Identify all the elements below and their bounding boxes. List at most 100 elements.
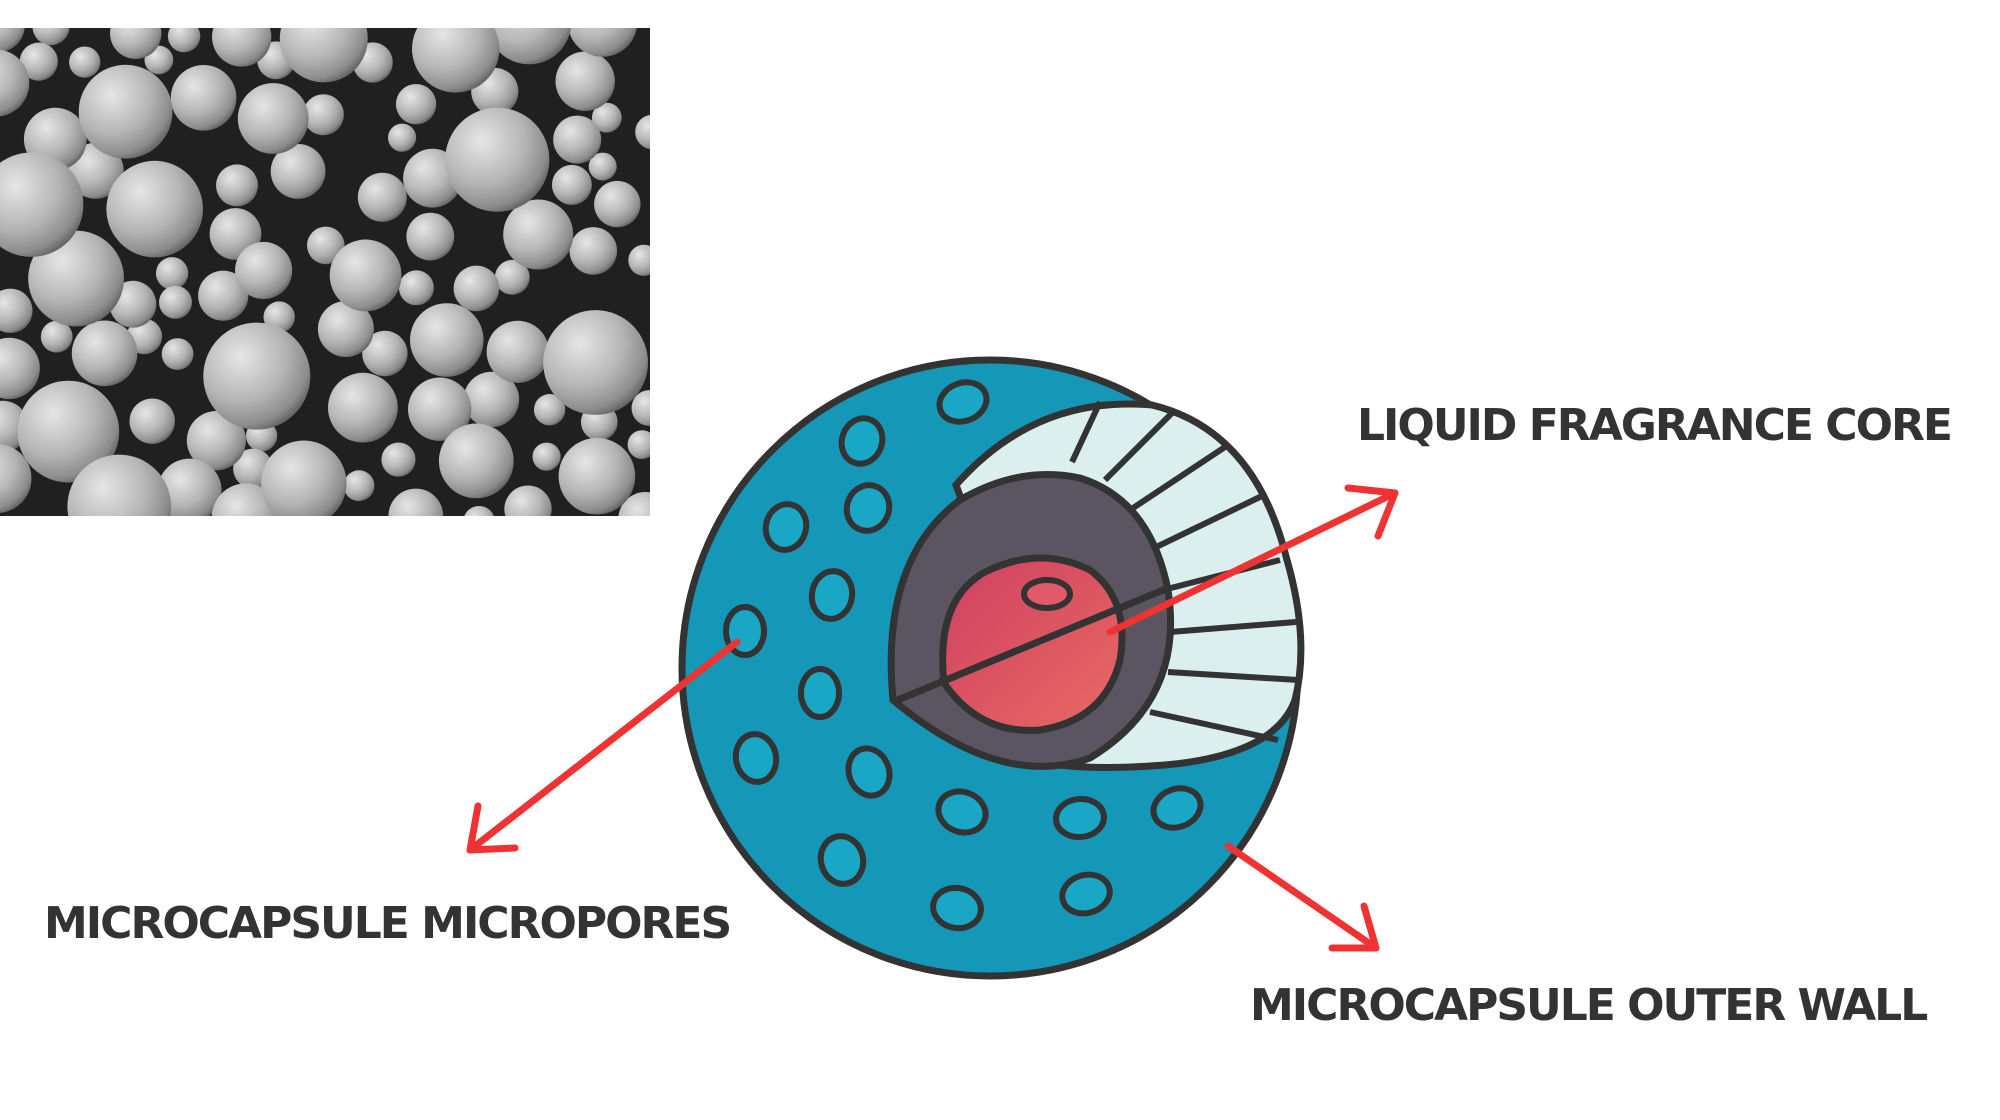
- arrows: [466, 484, 1399, 952]
- sem-sphere: [410, 303, 484, 377]
- pore: [930, 884, 984, 932]
- sem-sphere: [0, 28, 25, 53]
- sem-sphere: [129, 398, 175, 444]
- pore: [936, 379, 990, 425]
- arrow-to-core-label: [1106, 484, 1399, 636]
- sem-sphere: [78, 64, 173, 159]
- pore: [845, 745, 893, 799]
- sem-sphere: [317, 301, 374, 357]
- pore: [762, 501, 810, 553]
- sem-sphere: [635, 114, 650, 150]
- sem-sphere: [261, 440, 347, 516]
- sem-sphere: [543, 310, 648, 415]
- pore: [838, 415, 886, 467]
- sem-sphere: [486, 320, 549, 383]
- sem-sphere: [551, 164, 592, 205]
- sem-sphere: [343, 470, 375, 502]
- sem-sphere: [591, 102, 622, 133]
- sem-sphere: [237, 83, 309, 154]
- cutaway-section: [887, 400, 1305, 771]
- label-microcapsule-micropores: MICROCAPSULE MICROPORES: [44, 898, 732, 949]
- sem-sphere: [17, 380, 120, 483]
- sem-sphere: [362, 330, 408, 377]
- sem-sphere: [307, 226, 345, 265]
- sem-sphere: [110, 28, 162, 59]
- sem-sphere: [504, 485, 552, 516]
- sem-sphere: [0, 444, 32, 513]
- sem-sphere: [302, 94, 344, 136]
- sem-sphere: [438, 423, 514, 499]
- sem-sphere: [463, 371, 520, 428]
- pore: [732, 731, 780, 785]
- sem-sphere: [503, 199, 574, 270]
- sem-sphere: [170, 65, 237, 131]
- pore: [808, 568, 856, 622]
- sem-sphere: [445, 107, 550, 212]
- sem-sphere: [106, 160, 203, 258]
- sem-sphere: [69, 46, 101, 78]
- sem-sphere: [412, 28, 500, 93]
- sem-sphere: [388, 123, 417, 152]
- sem-sphere: [388, 488, 444, 516]
- label-liquid-fragrance-core: LIQUID FRAGRANCE CORE: [1357, 400, 1953, 451]
- pore: [935, 788, 989, 836]
- sem-sphere: [631, 390, 650, 426]
- sem-sphere: [159, 285, 192, 319]
- sem-sphere: [67, 454, 171, 516]
- sem-sphere: [329, 239, 402, 312]
- sem-sphere: [0, 49, 30, 117]
- sem-sphere: [0, 337, 40, 400]
- sem-sphere: [186, 411, 246, 471]
- sem-sphere: [533, 394, 566, 426]
- sem-sphere: [32, 28, 70, 46]
- sem-sphere: [555, 51, 615, 111]
- sem-sphere: [216, 164, 258, 207]
- sem-sphere: [395, 84, 437, 125]
- sem-sphere: [553, 115, 602, 164]
- sem-sphere: [588, 152, 617, 181]
- sem-sphere: [198, 270, 249, 321]
- pore: [1053, 795, 1107, 841]
- sem-sphere: [487, 28, 571, 65]
- sem-sphere: [594, 180, 641, 228]
- micropores: [723, 379, 1204, 932]
- sem-photo: [0, 28, 650, 516]
- pore: [798, 666, 842, 720]
- sem-sphere: [398, 270, 434, 306]
- sem-sphere: [406, 212, 455, 261]
- sem-sphere: [532, 442, 561, 471]
- label-microcapsule-outer-wall: MICROCAPSULE OUTER WALL: [1250, 980, 1928, 1031]
- sem-sphere: [568, 28, 637, 57]
- sem-sphere: [71, 320, 138, 387]
- sem-sphere: [270, 144, 326, 199]
- sem-sphere: [494, 259, 530, 295]
- sem-sphere: [28, 230, 124, 327]
- sem-sphere: [0, 288, 33, 333]
- sem-sphere: [279, 28, 368, 83]
- arrow-to-pores-label: [466, 638, 741, 854]
- core-bubble: [1021, 577, 1073, 611]
- sem-sphere: [628, 244, 650, 276]
- sem-sphere: [161, 338, 194, 370]
- sem-sphere: [203, 322, 311, 430]
- sem-sphere: [167, 28, 201, 53]
- sem-sphere: [558, 437, 636, 515]
- sem-sphere: [618, 492, 650, 516]
- sem-sphere: [408, 377, 472, 441]
- sem-sphere: [381, 442, 416, 477]
- sem-sphere: [212, 28, 272, 67]
- pore: [1059, 871, 1113, 917]
- pore: [1150, 785, 1204, 831]
- sem-sphere: [19, 42, 58, 81]
- sem-sphere: [235, 241, 293, 300]
- sem-sphere: [0, 152, 84, 257]
- sem-sphere: [453, 265, 500, 312]
- sem-sphere: [569, 227, 618, 275]
- pore: [843, 482, 893, 534]
- sem-sphere: [328, 372, 398, 443]
- sem-sphere: [357, 172, 407, 222]
- arrow-to-wall-label: [1224, 842, 1380, 952]
- sem-sphere: [627, 430, 650, 459]
- sem-sphere: [67, 142, 124, 199]
